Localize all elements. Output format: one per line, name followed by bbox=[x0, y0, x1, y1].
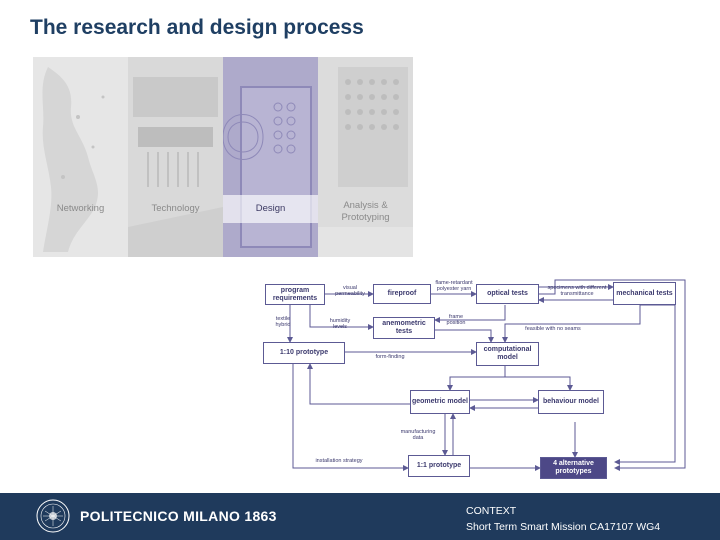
context-mission: Short Term Smart Mission CA17107 WG4 bbox=[466, 521, 661, 533]
panel-label-line2: Prototyping bbox=[341, 212, 390, 223]
machine-image bbox=[128, 57, 223, 257]
edge-label-visual-permeability: visual permeability bbox=[335, 285, 365, 297]
brand-name: POLITECNICO MILANO 1863 bbox=[80, 508, 277, 524]
edge-label-manufacturing-data: manufacturing data bbox=[400, 429, 436, 441]
design-image bbox=[223, 57, 318, 257]
edge-geom-1-10 bbox=[307, 363, 415, 405]
edge-label-feasible: feasible with no seams bbox=[525, 326, 581, 332]
box-behaviour-model: behaviour model bbox=[538, 390, 604, 414]
box-4-alternative-prototypes: 4 alternative prototypes bbox=[540, 457, 607, 479]
panel-label: Design bbox=[255, 203, 286, 214]
connector-lines bbox=[287, 279, 686, 471]
box-computational-model: computational model bbox=[476, 342, 539, 366]
edge-label-frame-position: frame position bbox=[446, 314, 466, 326]
panel-technology: Technology bbox=[128, 57, 223, 257]
box-mechanical-tests: mechanical tests bbox=[613, 282, 676, 305]
process-image-strip: Networking Technology bbox=[33, 57, 413, 257]
edge-1-10-1-1 bbox=[292, 364, 409, 471]
edge-mech-comp bbox=[502, 305, 641, 343]
edge-mech-alt bbox=[614, 304, 676, 465]
box-1-10-prototype: 1:10 prototype bbox=[263, 342, 345, 364]
edge-label-installation-strategy: installation strategy bbox=[315, 458, 363, 464]
context-label: CONTEXT bbox=[466, 505, 517, 517]
box-program-requirements: program requirements bbox=[265, 284, 325, 305]
process-flow-diagram: program requirements fireproof optical t… bbox=[255, 272, 695, 487]
box-geometric-model: geometric model bbox=[410, 390, 470, 414]
edge-req-anemo bbox=[309, 305, 374, 330]
edge-label-humidity-levels: humidity levels bbox=[329, 318, 351, 330]
box-1-1-prototype: 1:1 prototype bbox=[408, 455, 470, 477]
edge-anemo-comp bbox=[435, 329, 494, 343]
edge-label-textile-hybrid: textile hybrid bbox=[275, 316, 291, 328]
panel-label-line1: Analysis & bbox=[343, 200, 388, 211]
box-fireproof: fireproof bbox=[373, 284, 431, 304]
politecnico-seal-icon bbox=[36, 499, 70, 533]
footer-bar: POLITECNICO MILANO 1863 CONTEXT Short Te… bbox=[0, 493, 720, 540]
prototype-image bbox=[318, 57, 413, 257]
edge-comp-behav bbox=[504, 364, 573, 391]
panel-design: Design bbox=[223, 57, 318, 257]
edge-label-form-finding: form-finding bbox=[375, 354, 405, 360]
edge-comp-geom bbox=[447, 376, 505, 391]
box-optical-tests: optical tests bbox=[476, 284, 539, 304]
panel-analysis: Analysis & Prototyping bbox=[318, 57, 413, 257]
panel-label: Technology bbox=[151, 203, 200, 214]
panel-label: Networking bbox=[56, 203, 105, 214]
box-anemometric-tests: anemometric tests bbox=[373, 317, 435, 339]
edge-label-specimens: specimens with different transmittance bbox=[547, 285, 607, 297]
edge-label-flame-retardant: flame-retardant polyester yarn bbox=[435, 280, 473, 292]
edge-optical-anemo bbox=[434, 305, 506, 323]
map-image bbox=[33, 57, 128, 257]
panel-networking: Networking bbox=[33, 57, 128, 257]
panel-label: Analysis & Prototyping bbox=[318, 200, 413, 224]
slide-title: The research and design process bbox=[30, 16, 364, 39]
edge-req-alt bbox=[539, 279, 686, 471]
label-band bbox=[223, 195, 318, 223]
